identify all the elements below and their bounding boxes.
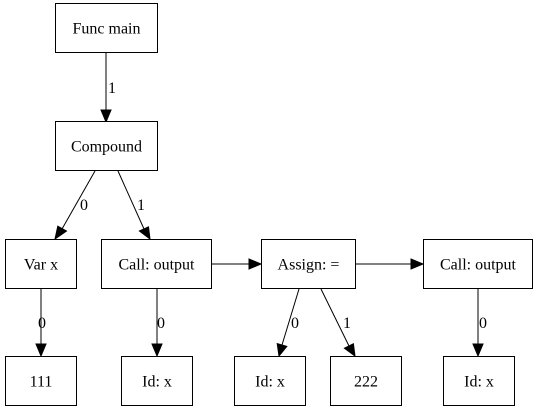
edge-label-var-x-to-111: 0	[38, 315, 46, 332]
node-compound-label: Compound	[71, 139, 142, 156]
edge-assign-to-call-output-2	[356, 258, 425, 270]
edge-var-x-to-111	[35, 289, 47, 358]
edge-compound-to-call-output-1	[117, 170, 151, 241]
node-222-label: 222	[354, 374, 378, 391]
edge-label-call-output-2-to-id-x: 0	[479, 315, 487, 332]
node-func-main-label: Func main	[73, 21, 141, 38]
node-id-x-1-label: Id: x	[142, 374, 172, 391]
node-id-x-3-label: Id: x	[464, 374, 494, 391]
edge-labels: 1 0 1 0 0 0 1 0	[38, 80, 487, 332]
node-var-x-label: Var x	[24, 257, 58, 274]
nodes: Func main Compound Var x Call: output As…	[5, 3, 533, 406]
node-id-x-1: Id: x	[121, 356, 193, 406]
edge-compound-to-var-x	[54, 170, 96, 241]
node-call-output-1: Call: output	[101, 239, 212, 289]
node-id-x-2-label: Id: x	[255, 374, 285, 391]
edge-call-output-1-to-id-x	[151, 289, 163, 358]
edge-call-output-2-to-id-x	[472, 289, 484, 358]
edge-label-assign-to-222: 1	[343, 315, 351, 332]
node-call-output-2: Call: output	[423, 239, 533, 289]
node-assign-label: Assign: =	[278, 257, 340, 274]
edge-func-to-compound	[100, 53, 112, 124]
edges	[35, 53, 484, 358]
node-func-main: Func main	[55, 3, 158, 53]
node-222: 222	[330, 356, 402, 406]
node-assign: Assign: =	[261, 239, 356, 289]
edge-assign-to-id-x	[276, 288, 300, 358]
node-id-x-3: Id: x	[443, 356, 515, 406]
node-call-output-1-label: Call: output	[119, 257, 196, 274]
edge-label-compound-to-var-x: 0	[80, 197, 88, 214]
node-compound: Compound	[55, 121, 158, 171]
edge-label-func-to-compound: 1	[108, 80, 116, 97]
edge-assign-to-222	[320, 288, 356, 358]
edge-label-assign-to-id-x: 0	[291, 315, 299, 332]
node-111-label: 111	[30, 374, 53, 391]
node-call-output-2-label: Call: output	[440, 257, 517, 274]
node-111: 111	[5, 356, 77, 406]
edge-call-output-1-to-assign	[212, 258, 263, 270]
edge-label-compound-to-call-output-1: 1	[137, 197, 145, 214]
node-id-x-2: Id: x	[234, 356, 306, 406]
node-var-x: Var x	[5, 239, 77, 289]
edge-label-call-output-1-to-id-x: 0	[157, 315, 165, 332]
